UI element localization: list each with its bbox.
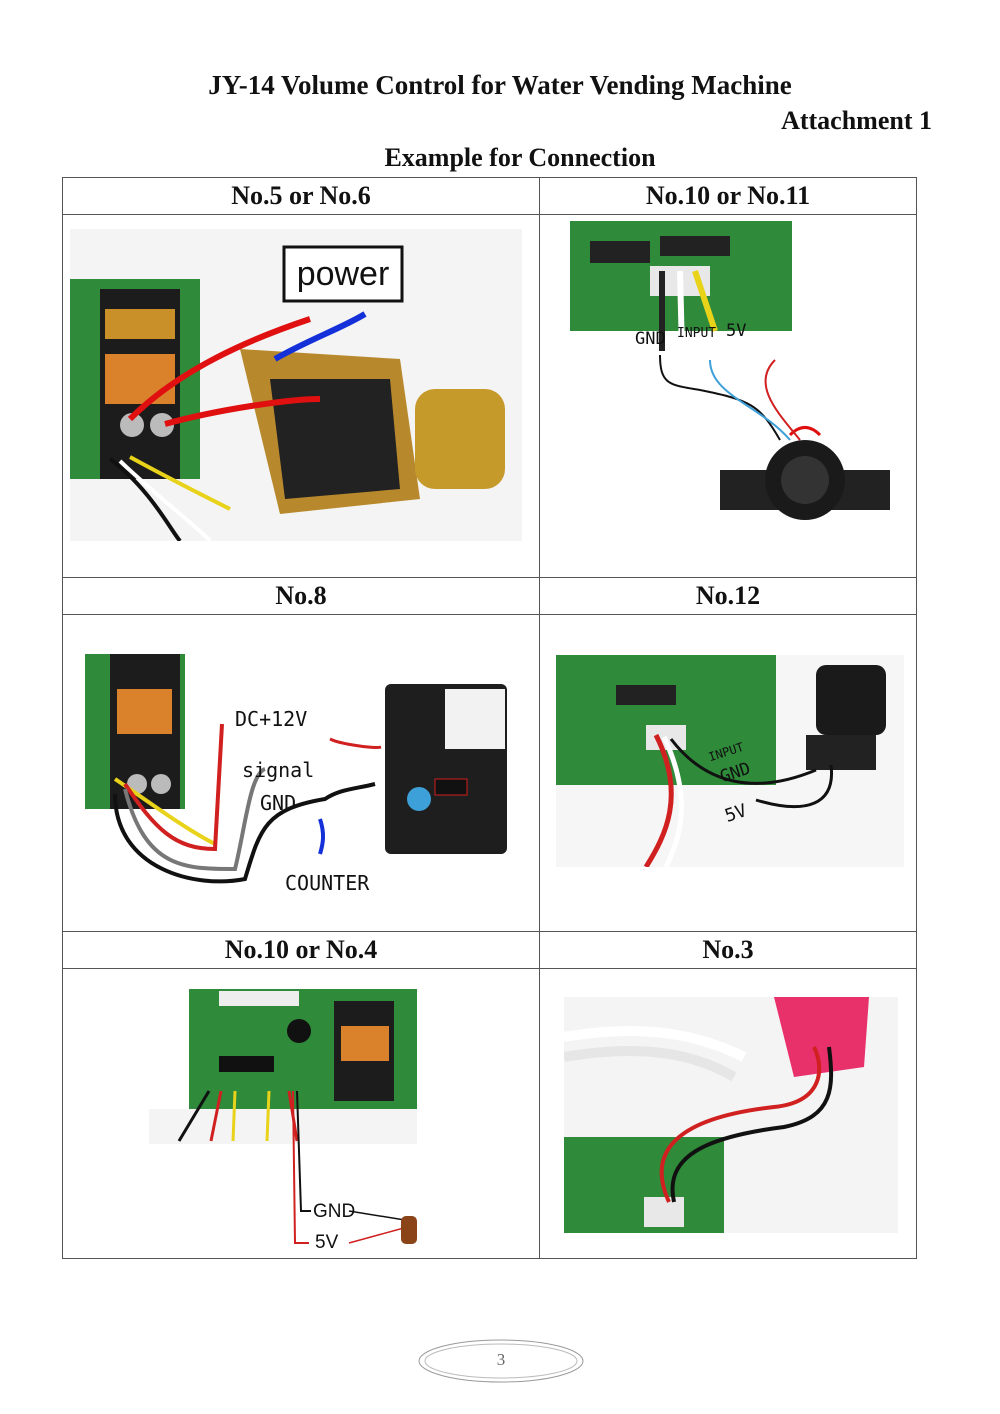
counter-label: COUNTER [285,871,370,895]
solenoid-valve-photo: power [70,229,522,541]
table-header-row: No.10 or No.4 No.3 [62,931,917,969]
table-header-row: No.5 or No.6 No.10 or No.11 [62,177,917,215]
page-number-text: 3 [496,1350,506,1369]
cell-header-no10-no11: No.10 or No.11 [539,177,917,215]
coin-acceptor-photo [85,654,507,884]
connection-table: No.5 or No.6 No.10 or No.11 [62,177,917,1259]
page-number: 3 [417,1338,585,1384]
page-number-ellipse-icon [418,1339,584,1383]
cell-header-no10-no4: No.10 or No.4 [62,931,540,969]
table-image-row: power GND [62,214,917,578]
5v-label: 5V [726,321,747,341]
signal-label: signal [242,758,315,782]
cell-image-solenoid: power [62,214,540,578]
cell-image-flow-sensor: GND INPUT 5V [539,214,917,578]
cell-image-board-connector [539,968,917,1259]
micro-switch-photo [556,655,904,867]
connector-wiring-photo [564,997,898,1233]
cell-header-no3: No.3 [539,931,917,969]
gnd-label: GND [635,329,666,349]
flow-sensor-wires [659,354,801,441]
flow-sensor-body-photo [720,426,890,520]
page-title: JY-14 Volume Control for Water Vending M… [208,70,792,100]
cell-image-switch: INPUT GND 5V [539,614,917,932]
gnd-label: GND [260,791,297,815]
input-label: INPUT [677,326,717,341]
cell-header-no8: No.8 [62,577,540,615]
power-label: power [297,255,390,293]
flow-sensor-photo [570,221,792,352]
gnd-label: GND [313,1201,356,1222]
5v-label: 5V [315,1232,339,1253]
table-image-row: GND 5V [62,968,917,1259]
control-board-photo [149,989,417,1244]
cell-header-no12: No.12 [539,577,917,615]
attachment-label: Attachment 1 [781,106,932,135]
table-header-row: No.8 No.12 [62,577,917,615]
cell-header-no5-no6: No.5 or No.6 [62,177,540,215]
table-image-row: DC+12V signal GND COUNTER INPUT GND 5V [62,614,917,932]
cell-image-board-led: GND 5V [62,968,540,1259]
dc12v-label: DC+12V [235,707,308,731]
page-subtitle: Example for Connection [384,143,656,172]
cell-image-coin-acceptor: DC+12V signal GND COUNTER [62,614,540,932]
